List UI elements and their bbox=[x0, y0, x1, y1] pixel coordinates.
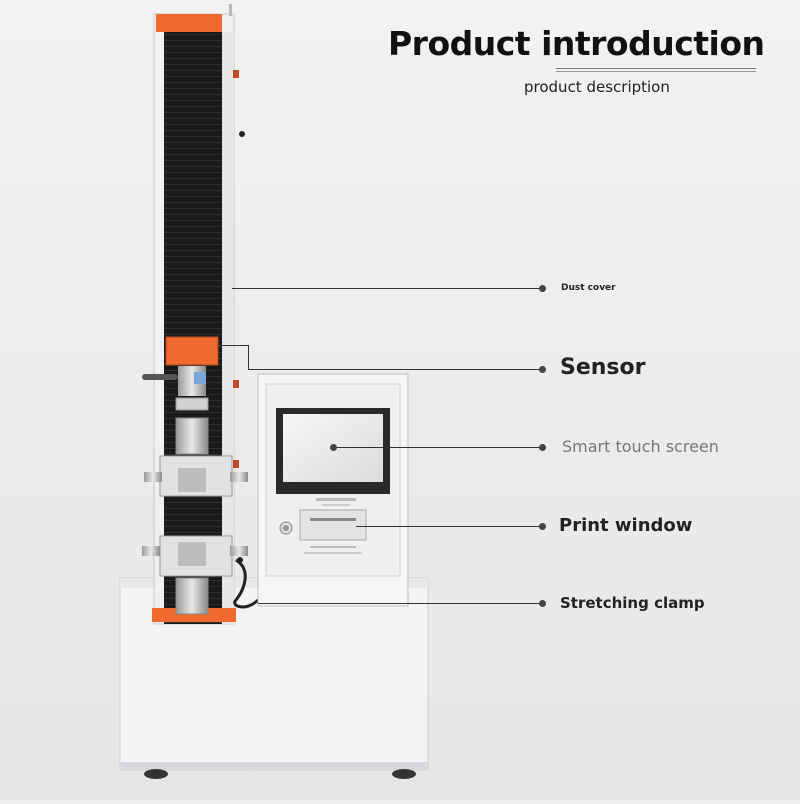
print-window-leader-line bbox=[356, 526, 540, 527]
title-underline-secondary bbox=[556, 71, 756, 72]
sensor bbox=[142, 336, 219, 411]
touch-screen-origin-dot bbox=[330, 444, 337, 451]
print-window-label: Print window bbox=[559, 515, 693, 536]
sensor-leader-riser bbox=[248, 345, 249, 369]
page-title: Product introduction bbox=[388, 24, 765, 63]
upper-clamp bbox=[144, 417, 248, 497]
sensor-leader-line bbox=[248, 369, 540, 370]
touch-screen-leader-line bbox=[334, 447, 540, 448]
sensor-marker bbox=[539, 366, 546, 373]
touch-screen-label: Smart touch screen bbox=[562, 437, 719, 456]
stretching-clamp-label: Stretching clamp bbox=[560, 594, 705, 612]
stretching-clamp-marker bbox=[539, 600, 546, 607]
page-subtitle: product description bbox=[524, 78, 670, 96]
column bbox=[152, 4, 245, 625]
dust-cover-leader-line bbox=[232, 288, 540, 289]
lower-clamp bbox=[142, 535, 248, 615]
stretching-clamp-leader-line bbox=[258, 603, 540, 604]
control-box bbox=[257, 373, 409, 607]
dust-cover-marker bbox=[539, 285, 546, 292]
print-window-marker bbox=[539, 523, 546, 530]
sensor-label: Sensor bbox=[560, 355, 646, 380]
cable bbox=[233, 558, 260, 609]
title-underline bbox=[556, 68, 756, 69]
touch-screen-marker bbox=[539, 444, 546, 451]
sensor-leader-stub bbox=[218, 345, 248, 346]
dust-cover-label: Dust cover bbox=[561, 283, 616, 293]
